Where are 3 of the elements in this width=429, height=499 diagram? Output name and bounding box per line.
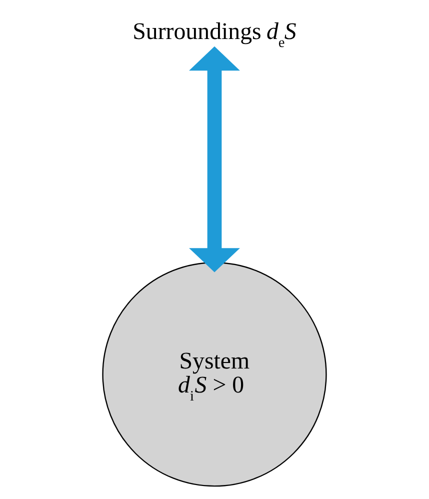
node-circle: System d$_{i}$S > 0 — [102, 262, 327, 487]
arrow — [189, 46, 240, 272]
node-text: Surroundings d$_{e}$S — [132, 19, 296, 52]
